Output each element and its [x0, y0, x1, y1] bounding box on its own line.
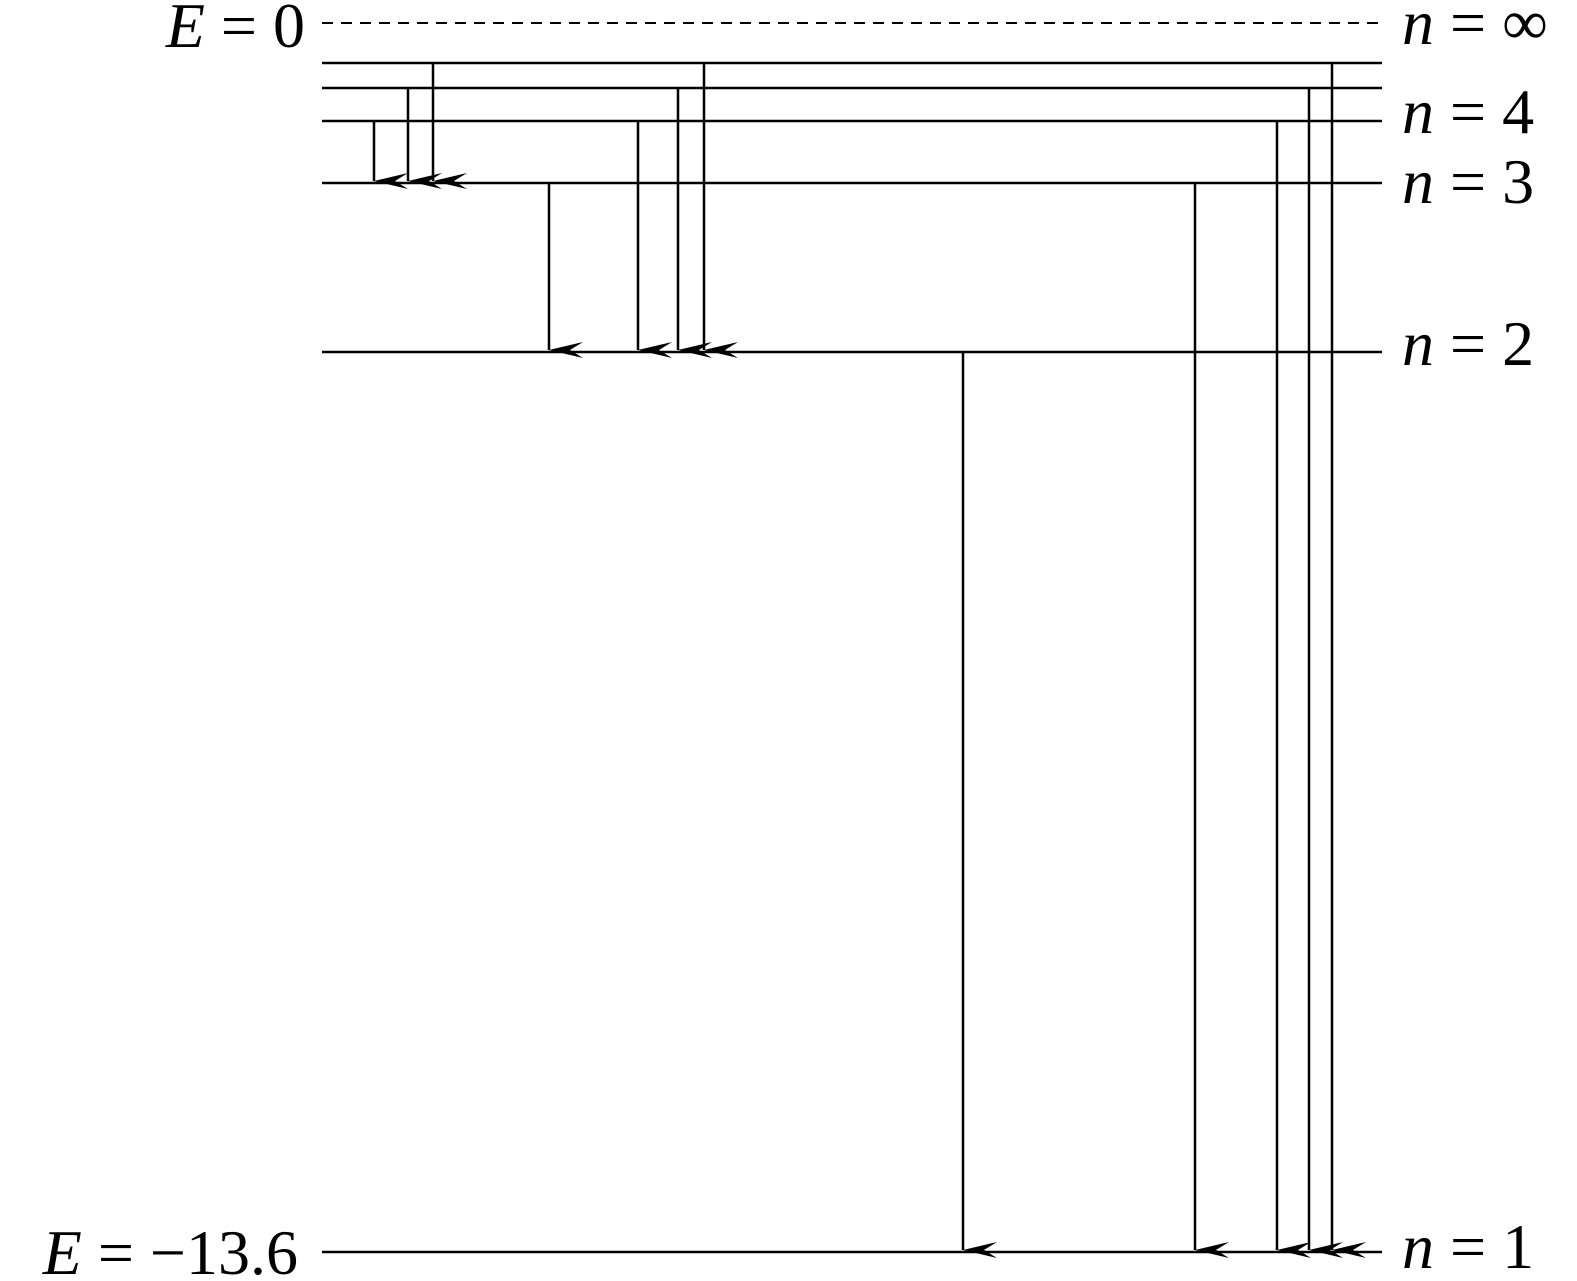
- energy-label-top: E = 0: [165, 0, 305, 61]
- energy-label-bottom: E = −13.6: [42, 1217, 298, 1281]
- level-label-4: n = 4: [1402, 76, 1534, 147]
- level-label-2: n = 2: [1402, 308, 1534, 379]
- level-label-infinity: n = ∞: [1402, 0, 1548, 58]
- level-label-1: n = 1: [1402, 1211, 1534, 1281]
- level-label-3: n = 3: [1402, 146, 1534, 217]
- transition-arrows: [372, 63, 1366, 1258]
